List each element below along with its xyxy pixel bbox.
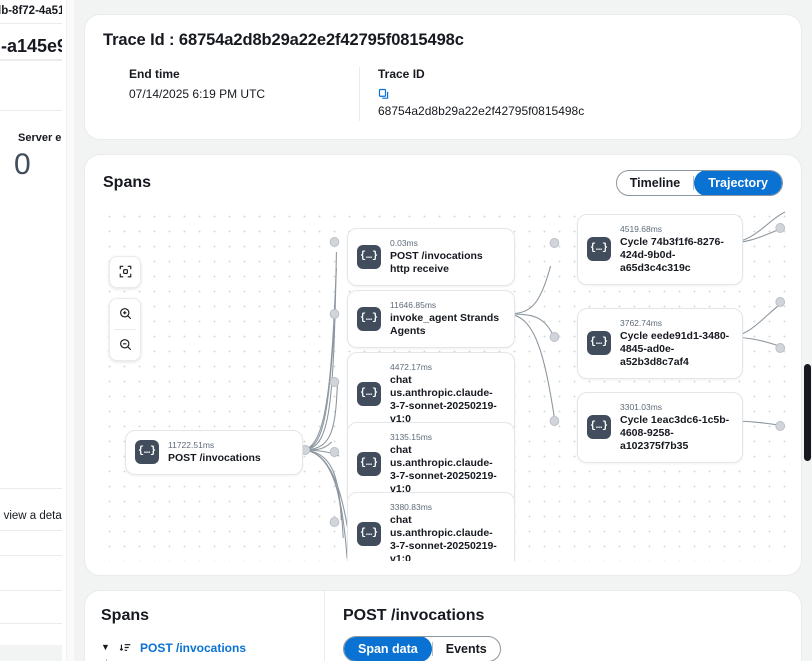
span-braces-icon: {…} [587,331,611,356]
graph-node-duration: 11722.51ms [168,439,215,450]
background-big-id: l-a145e9 [0,36,68,56]
background-table-row [0,623,82,624]
span-tree-title: Spans [101,606,150,624]
spans-graph-card: Spans Timeline Trajectory [84,153,802,576]
fit-view-control[interactable] [109,255,141,288]
trace-id-value-row: 68754a2d8b29a22e2f42795f0815498c [378,86,585,121]
graph-node-duration: 3135.15ms [390,431,433,442]
graph-node-duration: 3301.03ms [620,401,663,412]
span-braces-icon: {…} [357,521,381,546]
trace-id-label: Trace ID [378,67,425,81]
fit-to-view-icon[interactable] [110,257,140,287]
zoom-out-icon[interactable] [110,330,140,360]
graph-node-label: Cycle eede91d1-3480-4845-ad0e-a52b3d8c7a… [620,329,730,368]
span-braces-icon: {…} [135,440,159,465]
divider [114,328,136,330]
divider [0,488,82,489]
divider [0,110,82,111]
span-braces-icon: {…} [357,451,381,476]
trace-header-card: Trace Id : 68754a2d8b29a22e2f42795f08154… [84,14,802,140]
tree-connector [106,658,107,661]
background-footer [0,645,82,661]
span-detail-card: Spans ▼ POST /invocations POST /invocati… [84,589,802,661]
trajectory-toggle-button[interactable]: Trajectory [694,170,782,195]
graph-node-label: Cycle 1eac3dc6-1c5b-4608-9258-a102375f7b… [620,413,730,452]
background-table-row [0,555,82,556]
toggle-divider [431,641,433,656]
graph-node-label: chat us.anthropic.claude-3-7-sonnet-2025… [390,513,497,561]
span-braces-icon: {…} [357,306,381,331]
trace-detail-pane: Trace Id : 68754a2d8b29a22e2f42795f08154… [74,0,812,661]
graph-node-duration: 0.03ms [390,237,418,248]
graph-node-label: chat us.anthropic.claude-3-7-sonnet-2025… [390,373,497,426]
span-tree-root-row[interactable]: ▼ POST /invocations [101,641,312,655]
span-detail-title: POST /invocations [343,606,485,624]
chevron-down-icon[interactable]: ▼ [101,642,110,653]
end-time-value: 07/14/2025 6:19 PM UTC [129,87,266,101]
span-braces-icon: {…} [587,237,611,262]
span-tree-root-link[interactable]: POST /invocations [140,640,247,655]
span-tree-panel: Spans ▼ POST /invocations [85,590,325,661]
view-mode-toggle[interactable]: Timeline Trajectory [615,169,783,196]
graph-node-duration: 3380.83ms [390,501,433,512]
graph-node-label: Cycle 74b3f1f6-8276-424d-9b0d-a65d3c4c31… [620,235,724,274]
trace-id-field: Trace ID 68754a2d8b29a22e2f42795f0815498… [359,67,599,121]
zoom-controls[interactable] [109,297,141,361]
graph-node-label: chat us.anthropic.claude-3-7-sonnet-2025… [390,443,497,496]
end-time-field: End time 07/14/2025 6:19 PM UTC [103,67,359,121]
span-braces-icon: {…} [357,381,381,406]
page-title: Trace Id : 68754a2d8b29a22e2f42795f08154… [103,31,464,49]
spans-section-title: Spans [103,173,152,191]
graph-node-duration: 3762.74ms [620,317,663,328]
graph-node-label: POST /invocations http receive [390,249,483,275]
graph-node-label: POST /invocations [168,451,261,464]
background-hint-text: o view a detai [0,510,65,522]
panel-resize-handle[interactable] [62,0,134,661]
span-braces-icon: {…} [357,244,381,269]
vertical-scrollbar-thumb[interactable] [804,364,811,461]
timeline-toggle-button[interactable]: Timeline [617,171,693,195]
graph-node-duration: 4519.68ms [620,223,663,234]
sort-tree-icon [119,641,132,654]
server-errors-value: 0 [14,148,31,181]
trace-id-value: 68754a2d8b29a22e2f42795f0815498c [378,104,585,119]
divider [0,60,82,61]
copy-icon[interactable] [378,88,390,100]
zoom-in-icon[interactable] [110,299,140,329]
graph-node-duration: 4472.17ms [390,361,433,372]
tab-span-data[interactable]: Span data [344,636,432,661]
tab-events[interactable]: Events [433,637,500,661]
span-detail-tabs[interactable]: Span data Events [343,635,501,661]
background-table-row [0,590,82,591]
graph-node-duration: 11646.85ms [390,299,437,310]
end-time-label: End time [129,67,180,81]
server-errors-label: Server err [18,132,70,144]
background-table-row [0,530,82,531]
graph-node-label: invoke_agent Strands Agents [390,311,500,337]
span-braces-icon: {…} [587,415,611,440]
span-detail-panel: POST /invocations Span data Events [325,591,801,661]
toggle-divider [693,175,695,190]
